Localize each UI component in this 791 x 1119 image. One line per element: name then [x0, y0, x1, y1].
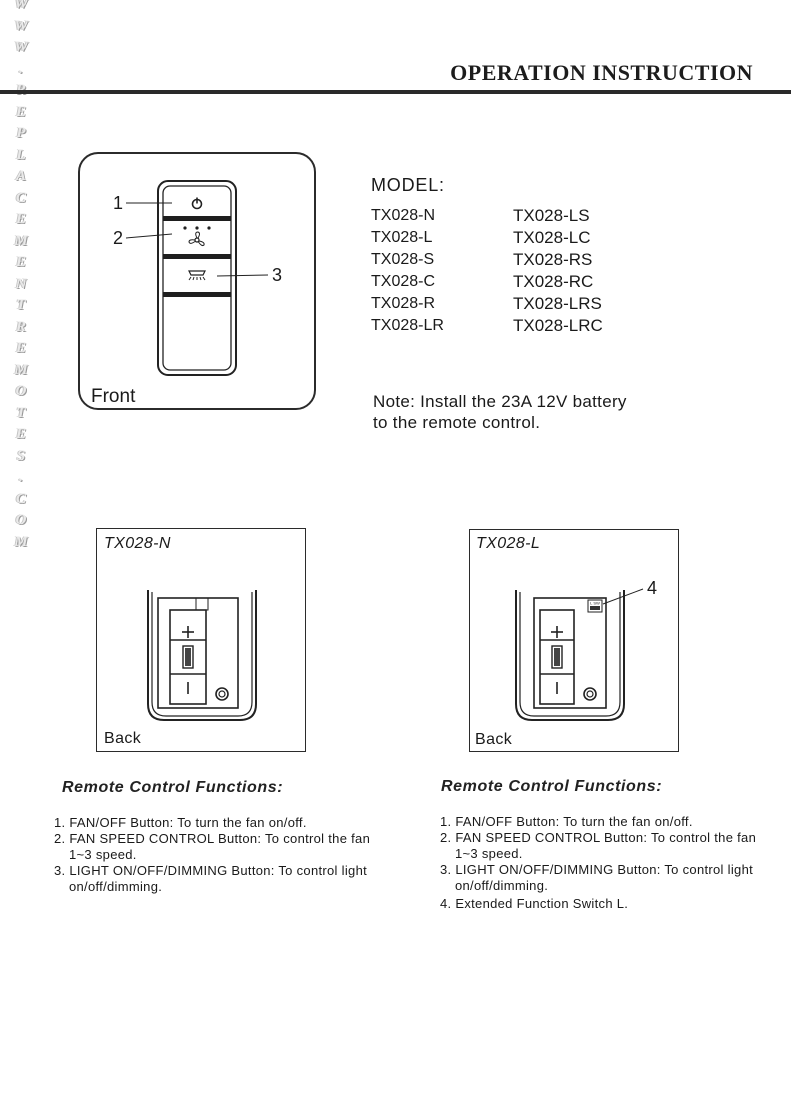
watermark-char: E [15, 340, 26, 356]
model-item: TX028-LRC [513, 316, 603, 335]
watermark-char: E [15, 103, 26, 120]
callout-3: 3 [272, 265, 283, 285]
model-item: TX028-LRS [513, 294, 602, 313]
function-item: 1. FAN/OFF Button: To turn the fan on/of… [54, 815, 307, 830]
watermark-char: W [14, 0, 28, 12]
screw-icon [583, 687, 597, 701]
model-list-right: TX028-LS TX028-LC TX028-RS TX028-RC TX02… [513, 205, 603, 337]
watermark-char: C [15, 490, 26, 507]
page-title: OPERATION INSTRUCTION [450, 60, 753, 85]
watermark-char: E [15, 211, 26, 227]
watermark-char: . [19, 60, 23, 77]
model-item: TX028-N [371, 207, 436, 224]
watermark-char: E [15, 426, 26, 442]
model-item: TX028-RC [513, 272, 594, 291]
remote-back-illustration-n [147, 590, 257, 721]
back-label-l: Back [475, 731, 513, 748]
callout-line-4 [602, 588, 644, 605]
watermark-char: M [14, 361, 28, 378]
functions-list-l: 1. FAN/OFF Button: To turn the fan on/of… [440, 814, 780, 912]
watermark-char: . [19, 469, 23, 485]
watermark-char: A [15, 168, 26, 184]
functions-heading-l: Remote Control Functions: [441, 778, 663, 795]
fan-speed-icon [183, 226, 211, 247]
model-item: TX028-LS [513, 206, 590, 225]
back-model-title-n: TX028-N [104, 535, 171, 552]
callout-1: 1 [113, 193, 124, 213]
function-item: 3. LIGHT ON/OFF/DIMMING Button: To contr… [54, 863, 368, 894]
watermark-char: N [15, 275, 27, 292]
battery-note-line: Note: Install the 23A 12V battery [373, 392, 627, 411]
watermark-char: O [15, 512, 27, 528]
model-item: TX028-C [371, 273, 436, 290]
power-icon [191, 197, 203, 210]
model-item: TX028-S [371, 251, 435, 268]
back-view-box-l [469, 529, 679, 752]
model-heading: MODEL: [371, 175, 445, 195]
light-icon [188, 270, 206, 281]
battery-note-line: to the remote control. [373, 413, 541, 432]
function-item: 2. FAN SPEED CONTROL Button: To control … [440, 830, 757, 861]
watermark-char: S [16, 447, 26, 464]
watermark-char: M [14, 232, 28, 249]
watermark-char: M [14, 533, 28, 550]
function-item: 4. Extended Function Switch L. [440, 896, 629, 911]
callout-4: 4 [647, 578, 658, 598]
functions-heading-n: Remote Control Functions: [62, 779, 284, 796]
watermark-char: P [16, 125, 26, 141]
callout-lines [125, 202, 269, 277]
watermark-char: T [16, 404, 26, 421]
remote-back-illustration-l: L SW [515, 588, 644, 721]
model-item: TX028-RS [513, 250, 593, 269]
model-item: TX028-L [371, 229, 433, 246]
header-rule [0, 90, 791, 94]
watermark-char: T [16, 297, 26, 313]
back-model-title-l: TX028-L [476, 535, 541, 552]
watermark-char: W [14, 39, 28, 55]
watermark-char: R [15, 318, 26, 335]
back-label-n: Back [104, 730, 142, 747]
front-view-box [78, 152, 316, 410]
switch-l-label: L SW [590, 601, 600, 606]
function-item: 1. FAN/OFF Button: To turn the fan on/of… [440, 814, 693, 829]
front-remote-illustration [125, 180, 269, 376]
battery-icon [539, 609, 575, 705]
watermark-char: E [15, 254, 26, 270]
watermark-char: C [15, 189, 26, 206]
model-list-left: TX028-N TX028-L TX028-S TX028-C TX028-R … [371, 205, 444, 337]
functions-list-n: 1. FAN/OFF Button: To turn the fan on/of… [54, 815, 394, 895]
function-item: 3. LIGHT ON/OFF/DIMMING Button: To contr… [440, 862, 754, 893]
back-view-box-n [96, 528, 306, 752]
battery-note: Note: Install the 23A 12V battery to the… [373, 391, 627, 433]
front-label: Front [91, 386, 136, 407]
model-item: TX028-LC [513, 228, 591, 247]
switch-l-icon: L SW [587, 599, 603, 613]
function-item: 2. FAN SPEED CONTROL Button: To control … [54, 831, 371, 862]
watermark-char: O [15, 383, 27, 399]
battery-icon [169, 609, 207, 705]
watermark-char: L [16, 146, 26, 163]
watermark-char: W [14, 17, 28, 34]
model-item: TX028-R [371, 295, 436, 312]
screw-icon [215, 687, 229, 701]
callout-2: 2 [113, 228, 124, 248]
model-item: TX028-LR [371, 317, 444, 334]
